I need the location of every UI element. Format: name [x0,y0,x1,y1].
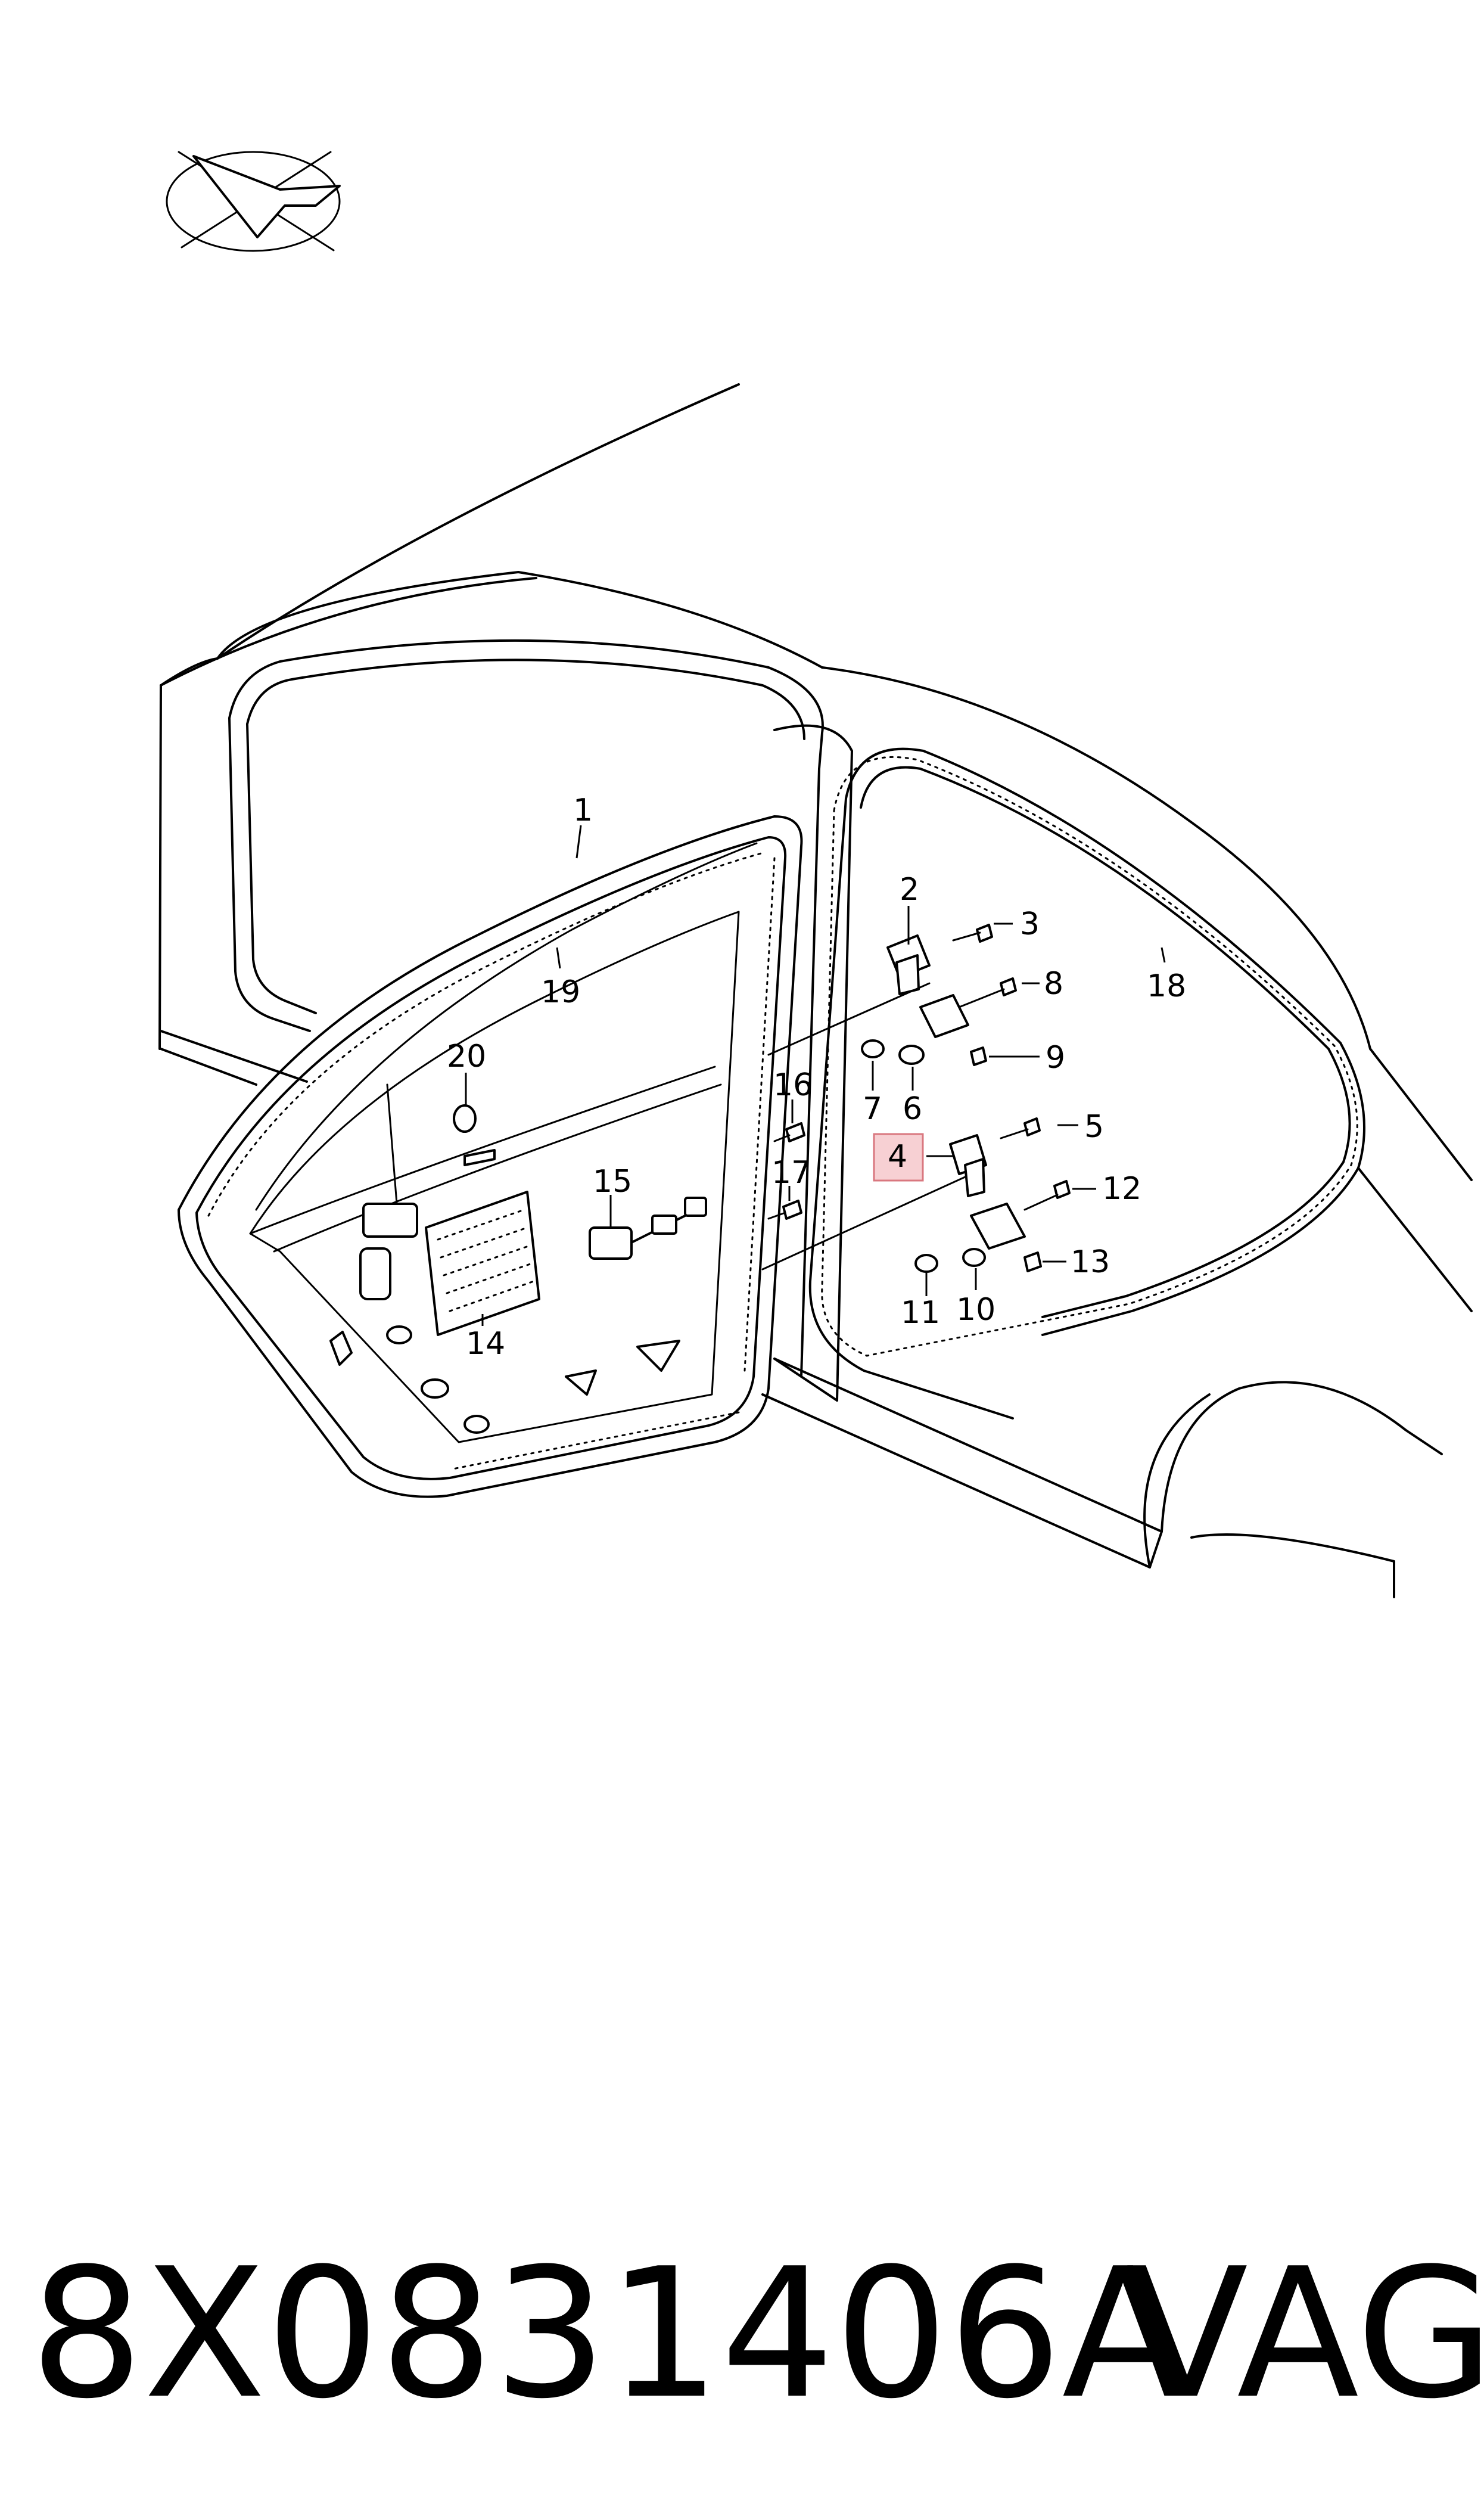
callout-8: 8 [1044,966,1063,1002]
highlight-box [873,1133,924,1182]
window-seal [255,842,758,1211]
callout-3: 3 [1020,906,1040,942]
direction-arrow-icon [166,151,341,252]
grommet-20 [453,1104,477,1133]
brand-label: VAG [1126,2230,1484,2438]
callout-7: 7 [863,1091,882,1127]
door-panel [178,815,803,1498]
callout-10: 10 [956,1292,995,1328]
callout-14: 14 [466,1326,505,1362]
callout-2: 2 [900,872,919,908]
bolt-16 [773,1122,805,1142]
callout-1: 1 [573,793,593,828]
lower-hinge [914,1117,1071,1273]
callout-18: 18 [1147,968,1186,1004]
callout-4: 4 [888,1139,907,1175]
callout-20: 20 [447,1039,486,1074]
callout-5: 5 [1084,1109,1104,1145]
car-body-outline [158,383,1473,1598]
callout-6: 6 [903,1091,922,1127]
upper-hinge [861,924,1017,1066]
part-number: 8X0831406A [30,2230,1185,2438]
callout-15: 15 [593,1164,632,1200]
callout-9: 9 [1046,1040,1065,1076]
door-check-strap [589,1197,707,1260]
callout-17: 17 [771,1155,811,1191]
door-opening-seal [821,756,1358,1357]
bolt-17 [767,1200,802,1220]
callout-12: 12 [1102,1171,1141,1207]
alignment-lines [761,982,966,1271]
callout-labels: 1 2 3 4 5 6 7 8 9 10 11 12 13 14 15 16 1… [447,793,1186,1362]
callout-13: 13 [1071,1244,1110,1280]
leader-lines [465,825,1166,1326]
callout-11: 11 [901,1295,940,1331]
callout-19: 19 [541,974,580,1010]
callout-16: 16 [773,1067,813,1103]
insulation-pad [425,1191,540,1336]
